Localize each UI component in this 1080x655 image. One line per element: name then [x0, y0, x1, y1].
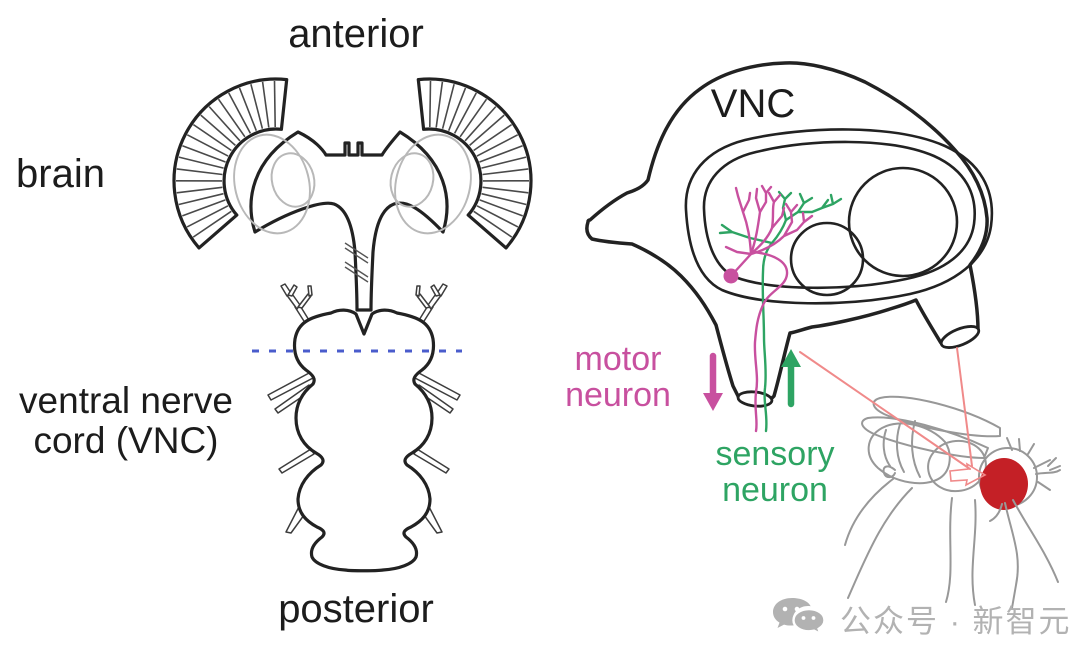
optic-lobe-striation — [479, 199, 523, 217]
optic-lobe-striation — [441, 83, 455, 129]
optic-lobe-striation — [429, 80, 432, 128]
brain-label: brain — [16, 152, 105, 196]
optic-lobe-striation — [479, 144, 523, 163]
wechat-icon — [773, 598, 826, 637]
fly-haltere — [882, 465, 896, 479]
fly-legs — [844, 478, 1059, 609]
motor-neuron-label-line2: neuron — [565, 376, 671, 415]
brain-inner-structures — [233, 133, 472, 235]
optic-lobe-striation — [192, 123, 232, 152]
fly-drawing — [844, 395, 1061, 609]
fly-abdomen — [867, 422, 951, 485]
fly-proboscis — [989, 503, 1003, 522]
inset-left-neuropil-circle — [789, 221, 865, 297]
brain-drawing — [172, 77, 533, 312]
optic-lobe-outline — [172, 77, 289, 250]
inset-right-neuropil-circle — [847, 166, 959, 278]
vnc-inset-drawing — [585, 61, 994, 433]
optic-lobe-striation — [178, 156, 224, 169]
optic-lobe-striation — [227, 92, 252, 134]
vnc-peripheral-nerves — [267, 283, 461, 568]
motor-neuron-drawing — [723, 184, 814, 433]
optic-lobe-striation — [186, 134, 229, 157]
optic-lobe-striation — [453, 92, 478, 134]
fly-antennae — [1006, 437, 1061, 491]
motor-neuron-soma — [723, 268, 739, 284]
fly-thorax — [927, 439, 987, 493]
central-brain-outline — [249, 130, 449, 312]
lateral-nerve-stump-opening — [939, 325, 981, 349]
right-optic-lobe — [416, 77, 533, 250]
optic-lobe-striation — [250, 83, 264, 129]
motor-down-arrow-icon — [703, 352, 723, 411]
optic-lobe-striation — [473, 123, 513, 152]
optic-lobe-striation — [261, 81, 270, 128]
optic-lobe-striation — [476, 134, 519, 157]
optic-lobe-striation — [435, 81, 444, 128]
motor-neuron-label: motor neuron — [548, 341, 688, 414]
optic-lobe-striation — [178, 192, 224, 206]
vnc-inset-label: VNC — [710, 82, 796, 126]
ventral-nerve-cord-label-line2: cord (VNC) — [33, 419, 219, 461]
optic-lobe-outline — [416, 77, 533, 250]
neck-nerve-spurs — [344, 242, 369, 283]
sensory-neuron-label: sensory neuron — [690, 436, 860, 509]
optic-lobe-striation — [238, 87, 258, 131]
vnc-body-outline — [292, 308, 436, 573]
watermark: 公众号 · 新智元 — [771, 595, 1072, 642]
fly-wing-upper — [872, 395, 1001, 438]
posterior-label: posterior — [278, 587, 434, 631]
optic-lobe-striation — [186, 205, 229, 228]
optic-lobe-striation — [200, 114, 236, 147]
callout-arrow-icon — [949, 462, 987, 487]
optic-lobe-striation — [447, 87, 467, 131]
optic-lobe-striation — [481, 156, 527, 169]
optic-lobe-striation — [182, 144, 226, 163]
optic-lobe-striation — [481, 192, 527, 206]
sensory-neuron-label-line2: neuron — [722, 471, 828, 510]
fly-eye — [980, 458, 1028, 510]
optic-lobe-striation — [176, 168, 223, 176]
optic-lobe-striation — [208, 106, 241, 142]
watermark-text: 公众号 · 新智元 — [840, 604, 1072, 639]
optic-lobe-striation — [182, 199, 226, 217]
motor-neuron-label-line1: motor — [574, 340, 662, 378]
optic-lobe-striation — [273, 80, 276, 128]
sensory-up-arrow-icon — [781, 349, 801, 408]
ventral-nerve-cord-label-line1: ventral nerve — [19, 380, 233, 421]
optic-lobe-striation — [476, 205, 519, 228]
optic-lobe-striation — [482, 186, 529, 194]
inset-inner-ring-outer — [684, 128, 994, 305]
ventral-nerve-cord-label: ventral nerve cord (VNC) — [0, 381, 252, 460]
optic-lobe-striation — [469, 114, 505, 147]
optic-lobe-striation — [482, 168, 529, 176]
optic-lobe-striation — [192, 210, 232, 238]
optic-lobe-striation — [217, 98, 246, 138]
anterior-label: anterior — [288, 12, 424, 56]
optic-lobe-striation — [176, 186, 223, 194]
left-optic-lobe — [172, 77, 289, 250]
optic-lobe-striation — [473, 210, 513, 238]
callout-lines — [799, 347, 987, 487]
vnc-drawing — [252, 283, 462, 573]
optic-lobe-striation — [464, 106, 497, 142]
sensory-neuron-label-line1: sensory — [715, 435, 835, 473]
fly-wing-lower — [861, 416, 989, 459]
optic-lobe-striation — [459, 98, 488, 138]
